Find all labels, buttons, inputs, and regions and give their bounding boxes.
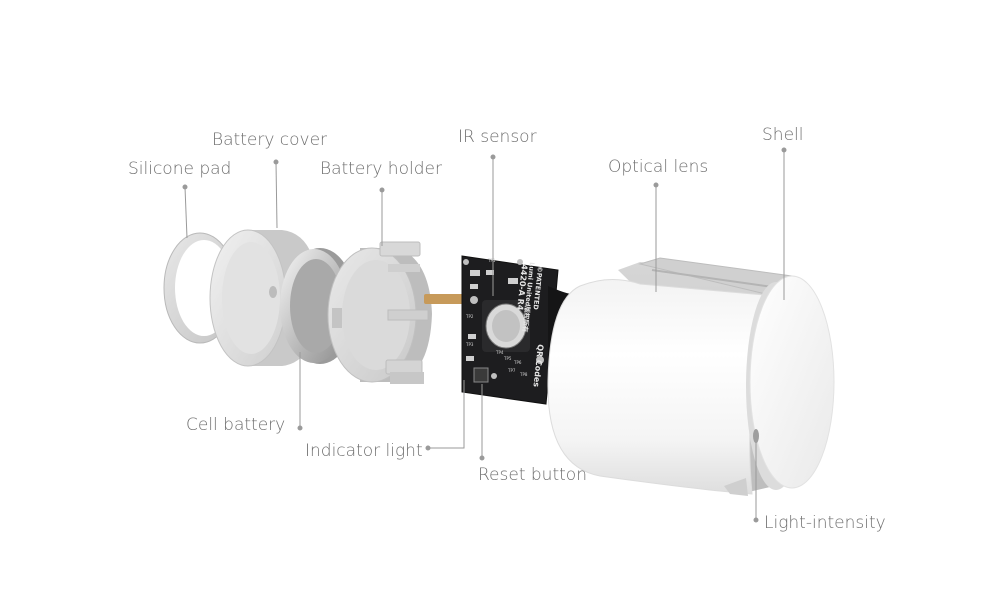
callout-labels: Battery cover Silicone pad Battery holde…	[128, 125, 886, 533]
pcb-tp2: TP2	[465, 314, 474, 319]
label-light-intensity: Light-intensity	[764, 513, 886, 533]
pcb-tp5: TP5	[503, 356, 512, 361]
light-sensor-window	[753, 429, 759, 443]
label-silicone-pad: Silicone pad	[128, 159, 231, 179]
label-indicator-light: Indicator light	[305, 441, 423, 461]
label-cell-battery: Cell battery	[186, 415, 285, 435]
pcb-tp6: TP6	[513, 360, 522, 365]
pcb-tp3: TP3	[465, 342, 474, 347]
label-shell: Shell	[762, 125, 803, 145]
label-reset-button: Reset button	[478, 465, 587, 485]
label-ir-sensor: IR sensor	[458, 127, 537, 147]
pcb-tp7: TP7	[507, 368, 516, 373]
label-battery-cover: Battery cover	[212, 130, 327, 150]
battery-holder	[327, 241, 464, 384]
label-optical-lens: Optical lens	[608, 157, 708, 177]
pcb-tp8: TP8	[519, 372, 528, 377]
pcb-tp1: TP1	[487, 258, 496, 263]
pcb-qr-marking: QR Codes	[531, 344, 544, 388]
label-battery-holder: Battery holder	[320, 159, 442, 179]
pcb-tp4: TP4	[495, 350, 504, 355]
pcb-board: 4420-A R4 Lumi United版权所有 ©PATENTED QR C…	[461, 255, 577, 405]
shell	[547, 257, 835, 496]
leader-lines	[182, 147, 787, 523]
